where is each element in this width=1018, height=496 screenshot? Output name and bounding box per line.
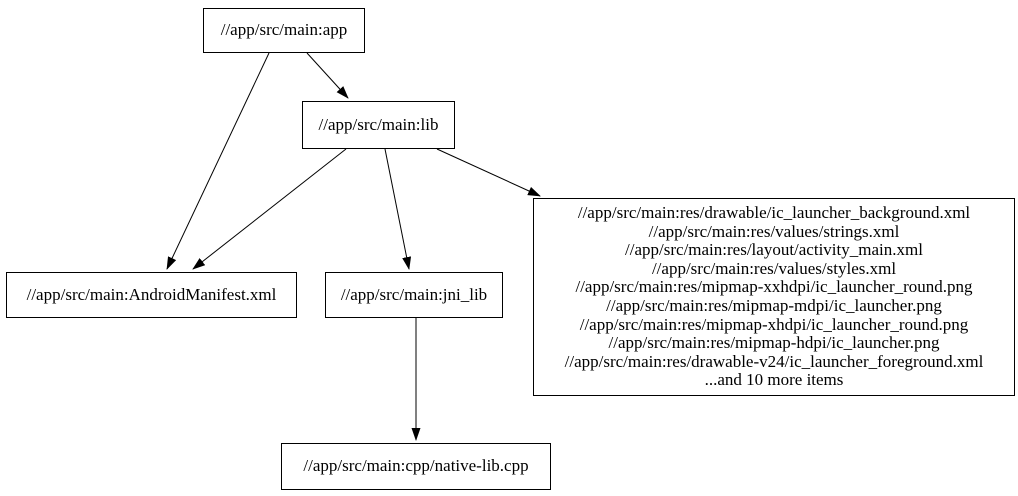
edge-app-to-manifest: [166, 52, 270, 270]
node-android-manifest-label: //app/src/main:AndroidManifest.xml: [26, 284, 277, 304]
res-group-line: //app/src/main:res/drawable-v24/ic_launc…: [564, 351, 984, 371]
edge-lib-to-jni-lib: [384, 148, 412, 270]
edge-lib-to-manifest: [192, 148, 347, 270]
node-native-lib-cpp: //app/src/main:cpp/native-lib.cpp: [281, 443, 551, 490]
node-jni-lib: //app/src/main:jni_lib: [325, 272, 503, 318]
res-group-line: //app/src/main:res/mipmap-xxhdpi/ic_laun…: [575, 277, 973, 297]
res-group-more-items: ...and 10 more items: [704, 370, 844, 390]
node-native-lib-cpp-label: //app/src/main:cpp/native-lib.cpp: [303, 456, 529, 476]
node-app-label: //app/src/main:app: [220, 20, 348, 40]
edge-lib-to-res-group: [436, 148, 541, 197]
node-android-manifest: //app/src/main:AndroidManifest.xml: [6, 272, 297, 318]
node-app: //app/src/main:app: [203, 8, 365, 53]
node-lib: //app/src/main:lib: [302, 101, 455, 149]
res-group-line: //app/src/main:res/values/styles.xml: [651, 258, 897, 278]
res-group-line: //app/src/main:res/drawable/ic_launcher_…: [577, 203, 971, 223]
edge-app-to-lib: [306, 52, 349, 99]
node-lib-label: //app/src/main:lib: [318, 114, 439, 134]
node-jni-lib-label: //app/src/main:jni_lib: [340, 284, 488, 304]
res-group-line: //app/src/main:res/mipmap-hdpi/ic_launch…: [608, 333, 940, 353]
res-group-line: //app/src/main:res/layout/activity_main.…: [625, 240, 923, 260]
res-group-line: //app/src/main:res/values/strings.xml: [648, 221, 900, 241]
node-res-group: //app/src/main:res/drawable/ic_launcher_…: [533, 198, 1015, 396]
res-group-line: //app/src/main:res/mipmap-mdpi/ic_launch…: [606, 296, 942, 315]
res-group-line: //app/src/main:res/mipmap-xhdpi/ic_launc…: [579, 314, 969, 334]
